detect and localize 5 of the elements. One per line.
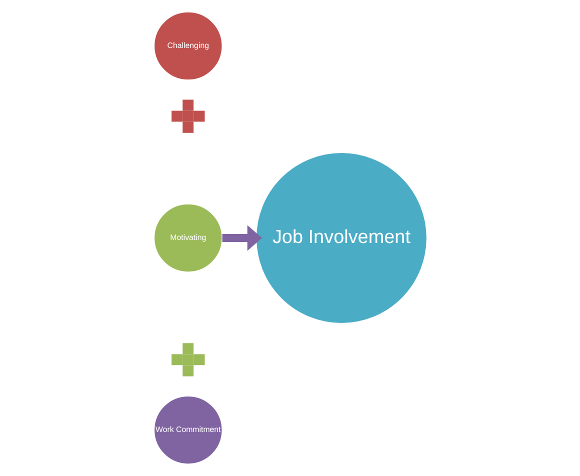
node-circle: Job Involvement <box>255 152 427 324</box>
node-circle: Motivating <box>153 204 222 272</box>
arrow <box>222 225 262 251</box>
node-circle: Work Commitment <box>153 396 222 464</box>
node-circle: Challenging <box>153 12 222 80</box>
